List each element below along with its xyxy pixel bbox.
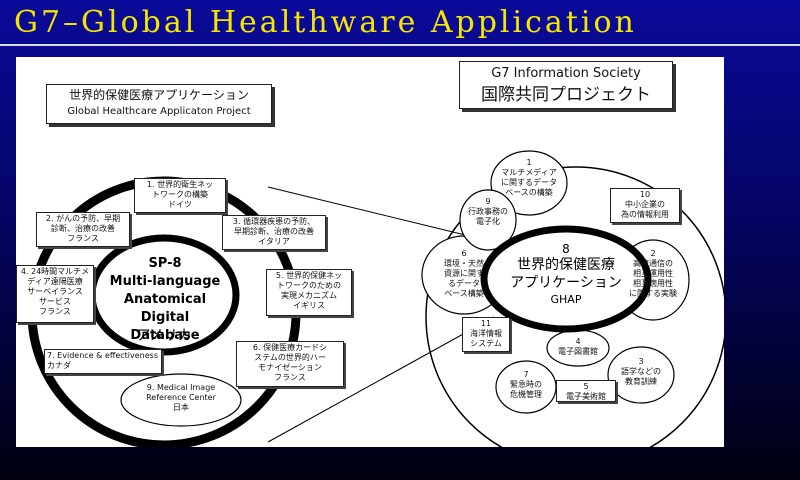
left-item-2: 2. がんの予防、早期 診断、治療の改善 フランス	[36, 212, 130, 247]
right-center-jp: 世界的保健医療 アプリケーション	[510, 257, 622, 291]
right-item-1: 1 マルチメディア に関するデータ ベースの構築	[501, 158, 557, 197]
right-header-jp: 国際共同プロジェクト	[481, 85, 651, 105]
ring-circle-9	[459, 189, 517, 251]
diagram-lines	[27, 150, 724, 447]
right-center-ellipse	[480, 225, 652, 333]
left-item-3: 3. 循環器疾患の予防、 早期診断、治療の改善 イタリア	[222, 215, 326, 250]
connector-top	[267, 186, 495, 243]
right-item-5: 5 電子美術館	[556, 380, 616, 402]
left-item-7: 7. Evidence & effectiveness カナダ	[44, 349, 162, 374]
slide-title: G7–Global Healthware Application	[14, 5, 637, 40]
left-header-en: Global Healthcare Applicaton Project	[67, 106, 251, 117]
diagram-panel: 世界的保健医療アプリケーション Global Healthcare Applic…	[16, 57, 724, 447]
connector-bottom	[267, 316, 495, 443]
ring-circle-1	[490, 150, 568, 216]
right-item-3: 3 語学などの 教育訓練	[621, 357, 661, 386]
item-9-ellipse	[120, 373, 242, 427]
left-header-jp: 世界的保健医療アプリケーション	[69, 88, 249, 102]
left-item-5: 5. 世界的保健ネッ トワークのための 実現メカニズム イギリス	[266, 269, 352, 316]
left-item-9: 9. Medical Image Reference Center 日本	[146, 383, 216, 412]
left-header: 世界的保健医療アプリケーション Global Healthcare Applic…	[46, 84, 272, 124]
left-center-country: アメリカ	[136, 328, 192, 344]
right-item-6: 6 環境・天然 資源に関す るデータ ベース構築	[444, 249, 484, 298]
left-item-6: 6. 保健医療カードシ ステムの世界的ハー モナイゼーション フランス	[236, 341, 344, 387]
left-center-label: SP-8 Multi-language Anatomical Digital D…	[109, 256, 221, 343]
right-item-4: 4 電子図書館	[558, 337, 598, 356]
right-item-7: 7 緊急時の 危機管理	[510, 370, 542, 399]
right-item-10: 10 中小企業の 為の情報利用	[610, 188, 680, 223]
right-ring	[425, 166, 724, 447]
left-item-1: 1. 世界的衛生ネッ トワークの構築 ドイツ	[134, 178, 226, 213]
right-item-9: 9 行政事務の 電子化	[468, 197, 508, 226]
right-header-en: G7 Information Society	[491, 66, 641, 81]
right-item-11: 11 海洋情報 システム	[462, 317, 510, 352]
title-divider	[0, 44, 800, 46]
right-item-2: 2 高速通信の 相互運用性 相互適用性 に関する実験	[629, 249, 677, 298]
right-center-en: GHAP	[550, 293, 582, 306]
ring-circle-3	[607, 346, 675, 404]
left-item-4: 4. 24時間マルチメ ディア遠隔医療 サーベイランス サービス フランス	[16, 265, 94, 323]
right-center-num: 8	[562, 242, 570, 256]
right-header: G7 Information Society 国際共同プロジェクト	[459, 61, 673, 109]
